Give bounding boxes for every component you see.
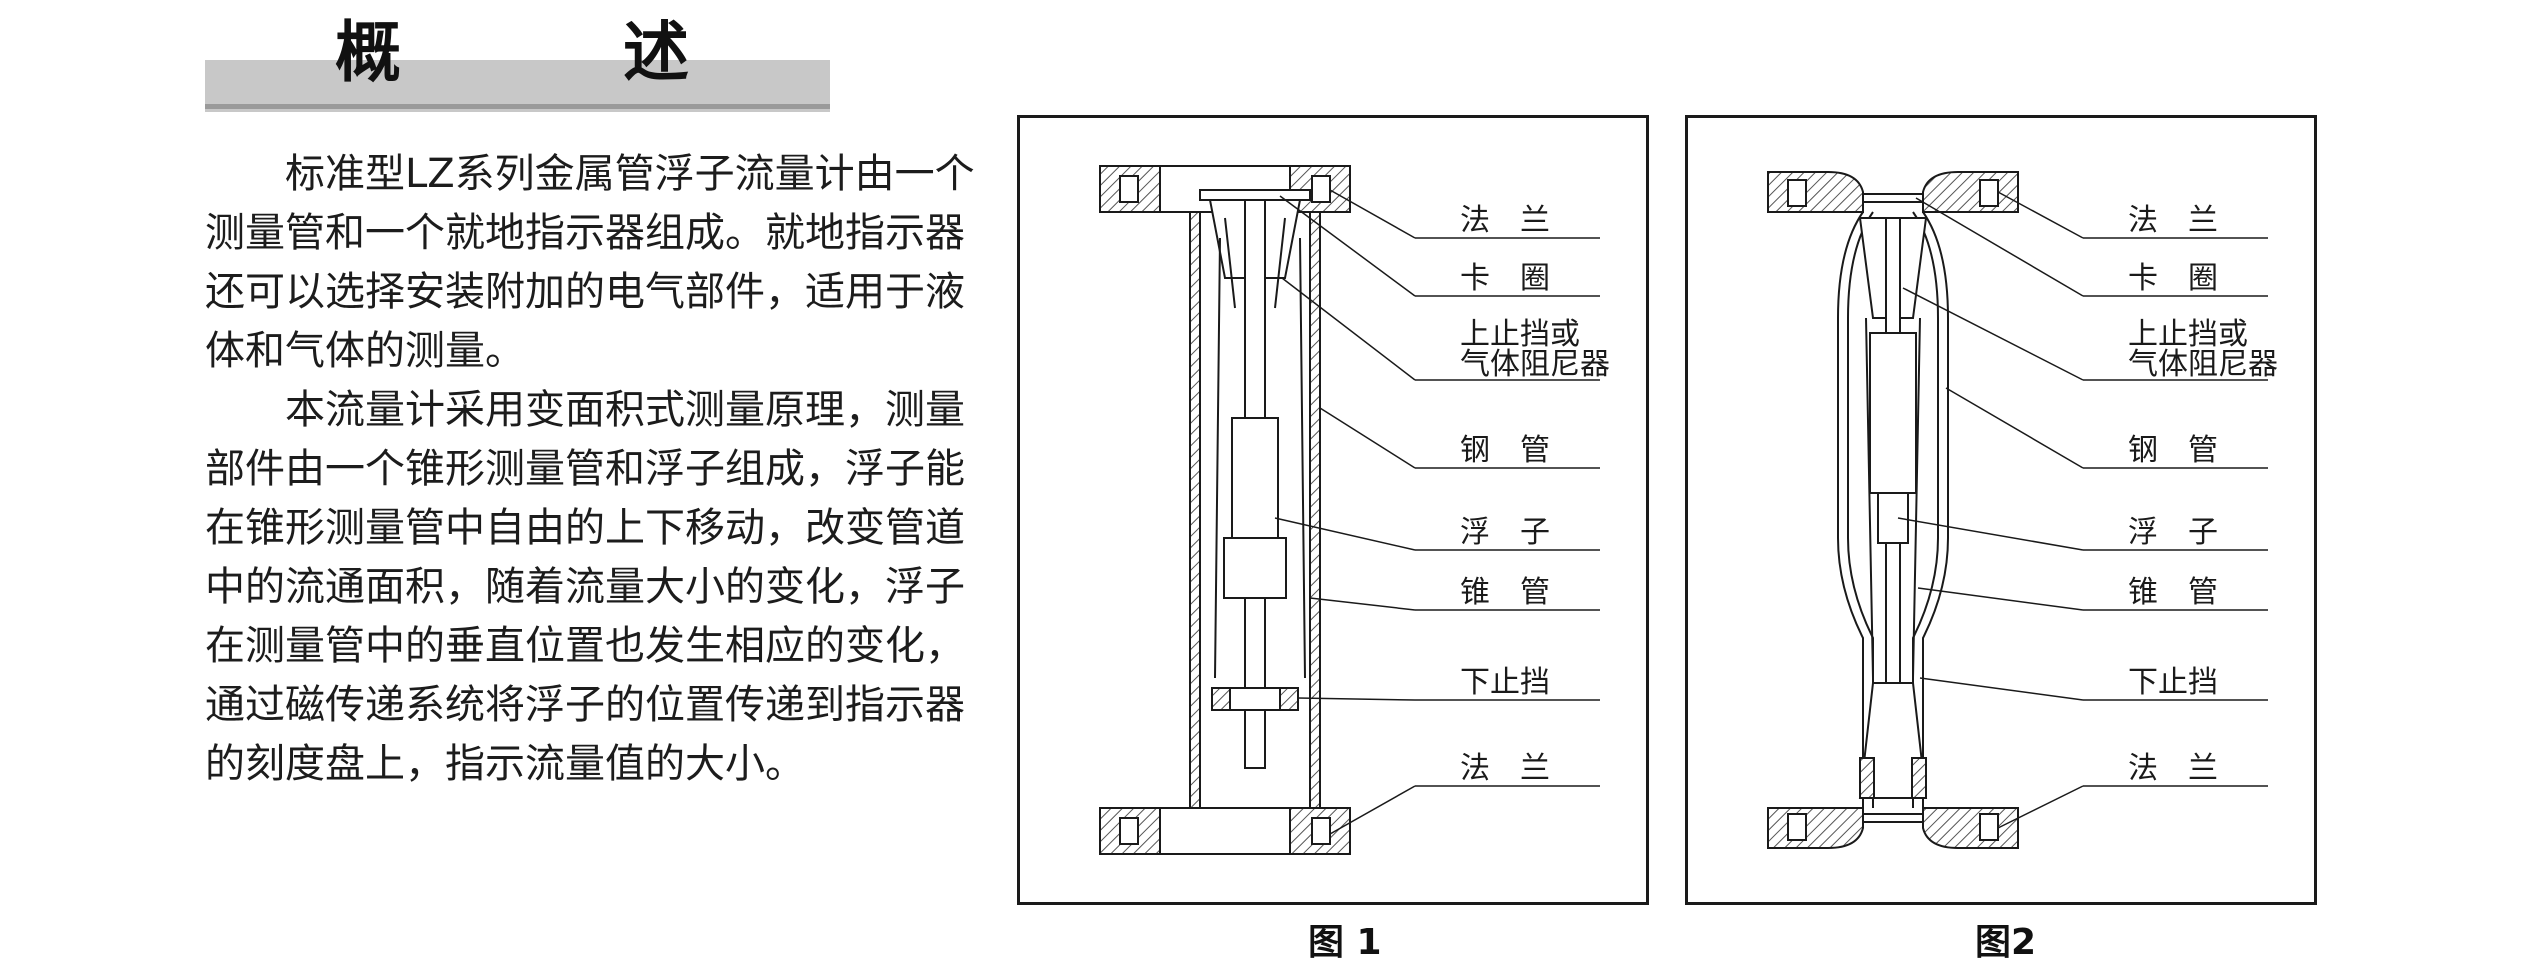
label-flange-bottom: 法 兰	[2128, 751, 2218, 786]
float	[1869, 332, 1917, 494]
heading-rule	[205, 104, 830, 109]
cone-tube	[1214, 237, 1306, 679]
label-flange-top: 法 兰	[1460, 203, 1550, 238]
label-upper-stop-1: 上止挡或	[2128, 317, 2248, 352]
label-lower-stop: 下止挡	[2128, 665, 2218, 700]
float	[1231, 417, 1279, 549]
label-snap-ring: 卡 圈	[1460, 261, 1550, 296]
steel-tube	[1837, 211, 1864, 808]
label-flange-bottom: 法 兰	[1460, 751, 1550, 786]
label-steel-tube: 钢 管	[1460, 433, 1550, 468]
steel-tube-right	[1309, 211, 1321, 809]
bottom-flange	[1767, 807, 1864, 849]
figure-1-drawing: 法 兰 卡 圈 上止挡或 气体阻尼器 钢 管 浮 子 锥 管 下止挡 法 兰	[1099, 165, 1610, 855]
figure-2: 法 兰 卡 圈 上止挡或 气体阻尼器 钢 管 浮 子 锥 管 下止挡 法 兰	[1685, 115, 2317, 905]
figure-1-caption: 图 1	[1308, 922, 1382, 963]
heading-bar	[205, 60, 830, 112]
steel-tube-left	[1189, 211, 1201, 809]
label-float: 浮 子	[2128, 515, 2218, 550]
label-upper-stop-1: 上止挡或	[1460, 317, 1580, 352]
figure-2-drawing: 法 兰 卡 圈 上止挡或 气体阻尼器 钢 管 浮 子 锥 管 下止挡 法 兰	[1767, 171, 2278, 849]
snap-ring	[1862, 193, 1924, 203]
label-upper-stop-2: 气体阻尼器	[2128, 347, 2278, 382]
label-lower-stop: 下止挡	[1460, 665, 1550, 700]
section-title: 概 述	[335, 14, 767, 91]
label-float: 浮 子	[1460, 515, 1550, 550]
label-flange-top: 法 兰	[2128, 203, 2218, 238]
figure-2-caption: 图2	[1975, 922, 2037, 963]
label-cone-tube: 锥 管	[2128, 575, 2218, 610]
snap-ring	[1199, 189, 1311, 201]
paragraph-2: 本流量计采用变面积式测量原理，测量部件由一个锥形测量管和浮子组成，浮子能在锥形测…	[205, 387, 965, 787]
paragraph-1: 标准型LZ系列金属管浮子流量计由一个测量管和一个就地指示器组成。就地指示器还可以…	[205, 151, 975, 374]
top-flange	[1767, 171, 1864, 213]
label-snap-ring: 卡 圈	[2128, 261, 2218, 296]
label-steel-tube: 钢 管	[2128, 433, 2218, 468]
body-text: 标准型LZ系列金属管浮子流量计由一个测量管和一个就地指示器组成。就地指示器还可以…	[205, 145, 995, 794]
label-upper-stop-2: 气体阻尼器	[1460, 347, 1610, 382]
label-cone-tube: 锥 管	[1460, 575, 1550, 610]
figure-1: 法 兰 卡 圈 上止挡或 气体阻尼器 钢 管 浮 子 锥 管 下止挡 法 兰	[1017, 115, 1649, 905]
cone-tube	[1865, 317, 1921, 679]
